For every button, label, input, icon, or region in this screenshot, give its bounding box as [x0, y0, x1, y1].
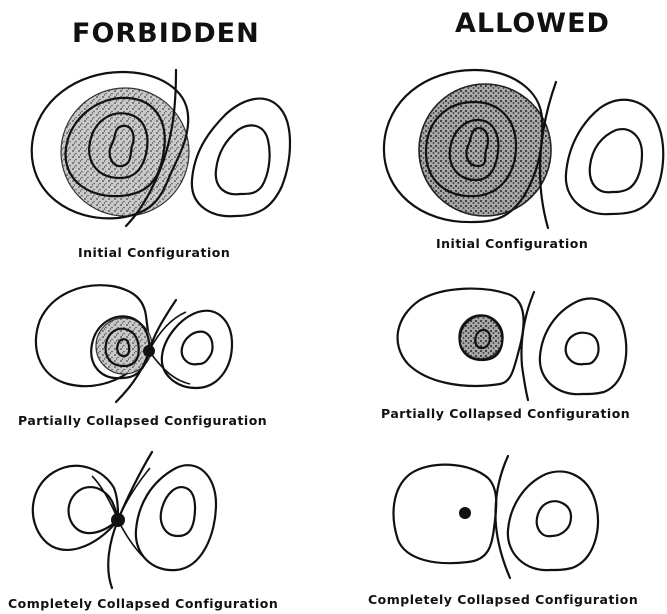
forbidden-complete-caption: Completely Collapsed Configuration	[8, 596, 278, 611]
allowed-complete-collapsed-point	[459, 507, 471, 519]
allowed-complete-caption: Completely Collapsed Configuration	[368, 592, 638, 607]
allowed-initial-caption: Initial Configuration	[436, 236, 588, 251]
allowed-complete-separatrix	[496, 456, 511, 578]
allowed-partial-caption: Partially Collapsed Configuration	[381, 406, 630, 421]
allowed-complete-right-lobe	[508, 472, 598, 571]
allowed-complete-left-lobe	[394, 465, 497, 564]
allowed-complete-right-inner	[537, 501, 571, 536]
forbidden-initial-caption: Initial Configuration	[78, 245, 230, 260]
forbidden-partial-caption: Partially Collapsed Configuration	[18, 413, 267, 428]
